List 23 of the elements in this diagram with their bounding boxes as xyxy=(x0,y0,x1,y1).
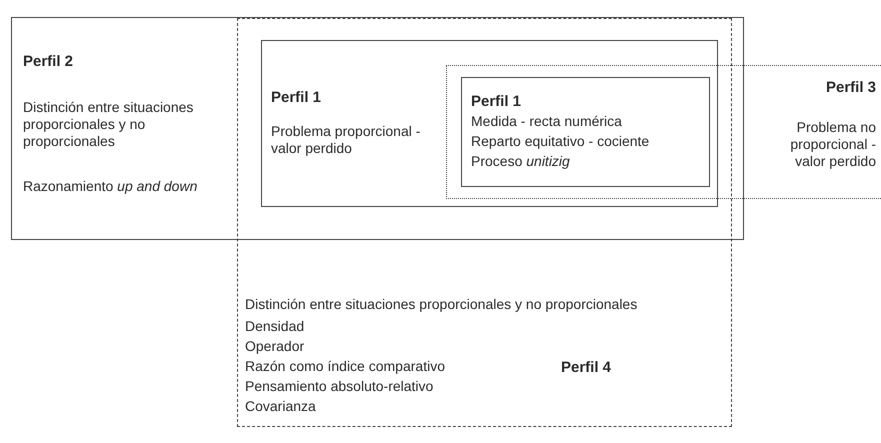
profile-region xyxy=(446,65,881,199)
profile-heading: Perfil 4 xyxy=(561,359,612,376)
profile-heading: Perfil 3 xyxy=(824,79,876,96)
profile-description: Covarianza xyxy=(245,398,317,415)
profile-description: Problema proporcional - valor perdido xyxy=(271,123,422,157)
profile-description: Reparto equitativo - cociente xyxy=(471,133,650,150)
profile-description: Densidad xyxy=(245,318,306,335)
profile-heading: Perfil 1 xyxy=(271,89,322,106)
profile-heading: Perfil 1 xyxy=(471,93,522,110)
profile-region xyxy=(261,40,718,207)
profile-description: Distinción entre situaciones proporcionales y no proporcionales xyxy=(245,296,638,313)
profile-description: Distinción entre situaciones proporcionales y no proporcionales xyxy=(23,99,194,150)
profile-region xyxy=(11,17,744,240)
profile-description: Razón como índice comparativo xyxy=(245,358,446,375)
profile-region xyxy=(237,18,732,427)
profile-heading: Perfil 2 xyxy=(23,53,74,70)
profile-description: Razonamiento up and down xyxy=(23,178,198,195)
profile-description: Pensamiento absoluto-relativo xyxy=(245,378,434,395)
profile-description: Operador xyxy=(245,338,306,355)
profile-description: Proceso unitizig xyxy=(471,153,571,170)
profile-description: Medida - recta numérica xyxy=(471,113,623,130)
profile-description: Problema no proporcional - valor perdido xyxy=(789,119,876,170)
profile-region xyxy=(461,77,710,187)
